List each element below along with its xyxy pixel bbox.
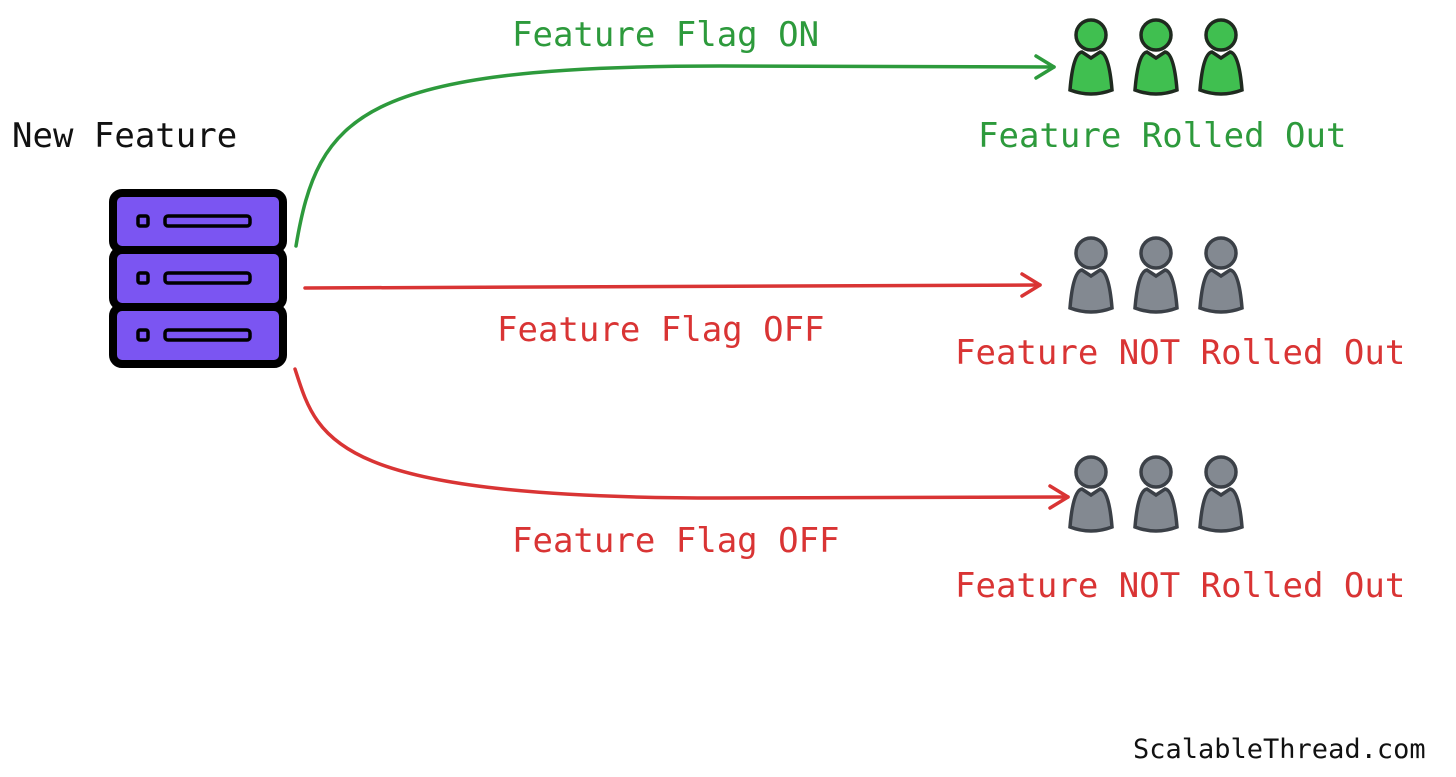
branch-flag-on: Feature Flag ON Feature Rolled Out [294, 15, 1346, 248]
branch-flag-off-2: Feature Flag OFF Feature NOT Rolled Out [293, 367, 1405, 606]
group-label-rolled-out: Feature Rolled Out [978, 116, 1346, 156]
server-led [136, 214, 150, 228]
arrowhead-icon [1034, 54, 1056, 80]
arrowhead-icon [1048, 484, 1070, 510]
server-led [136, 328, 150, 342]
user-icon [1198, 455, 1244, 533]
server-slot [163, 328, 252, 342]
branch-flag-off-1: Feature Flag OFF Feature NOT Rolled Out [303, 236, 1405, 373]
user-icon [1198, 18, 1244, 96]
server-slot [163, 214, 252, 228]
server-unit-bottom [109, 303, 287, 368]
user-icon [1133, 236, 1179, 314]
user-icon [1068, 455, 1114, 533]
server-stack-icon [109, 189, 287, 368]
footer-credit: ScalableThread.com [1133, 734, 1426, 765]
server-slot [163, 271, 252, 285]
group-label-not-rolled-out-1: Feature NOT Rolled Out [955, 333, 1405, 373]
server-led [136, 271, 150, 285]
user-icon [1198, 236, 1244, 314]
user-icon [1068, 236, 1114, 314]
arrow-flag-off-2 [293, 367, 1070, 500]
group-label-not-rolled-out-2: Feature NOT Rolled Out [955, 566, 1405, 606]
arrow-flag-on [294, 64, 1056, 248]
edge-label-flag-off-1: Feature Flag OFF [497, 310, 825, 350]
user-icon [1068, 18, 1114, 96]
edge-label-flag-on: Feature Flag ON [512, 15, 819, 55]
user-icon [1133, 455, 1179, 533]
edge-label-flag-off-2: Feature Flag OFF [512, 521, 840, 561]
source-label: New Feature [12, 116, 237, 156]
arrowhead-icon [1020, 272, 1042, 298]
arrow-flag-off-1 [303, 283, 1042, 290]
user-icon [1133, 18, 1179, 96]
